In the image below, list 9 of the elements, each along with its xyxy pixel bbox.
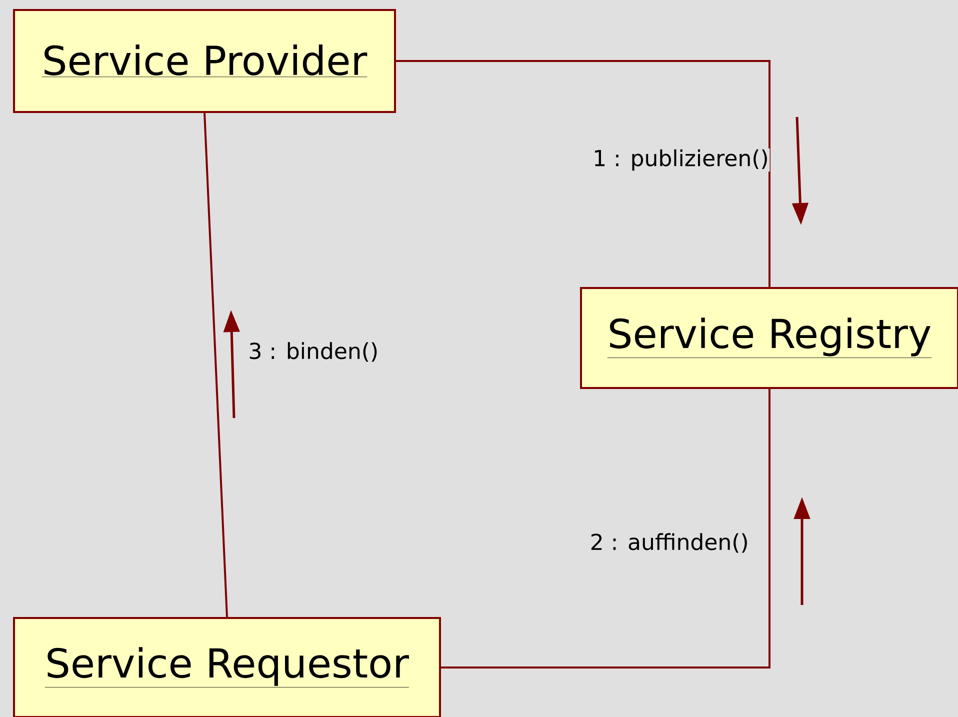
link-line [204, 112, 228, 618]
link-line [396, 60, 770, 287]
object-box: Service Requestor [13, 617, 441, 717]
object-box: Service Provider [13, 9, 396, 113]
message-label: 3 : binden() [247, 341, 380, 363]
link-line [441, 389, 770, 668]
message-label: 2 : auffinden() [588, 532, 750, 554]
message-label: 1 : publizieren() [592, 148, 770, 172]
object-box: Service Registry [580, 287, 958, 389]
